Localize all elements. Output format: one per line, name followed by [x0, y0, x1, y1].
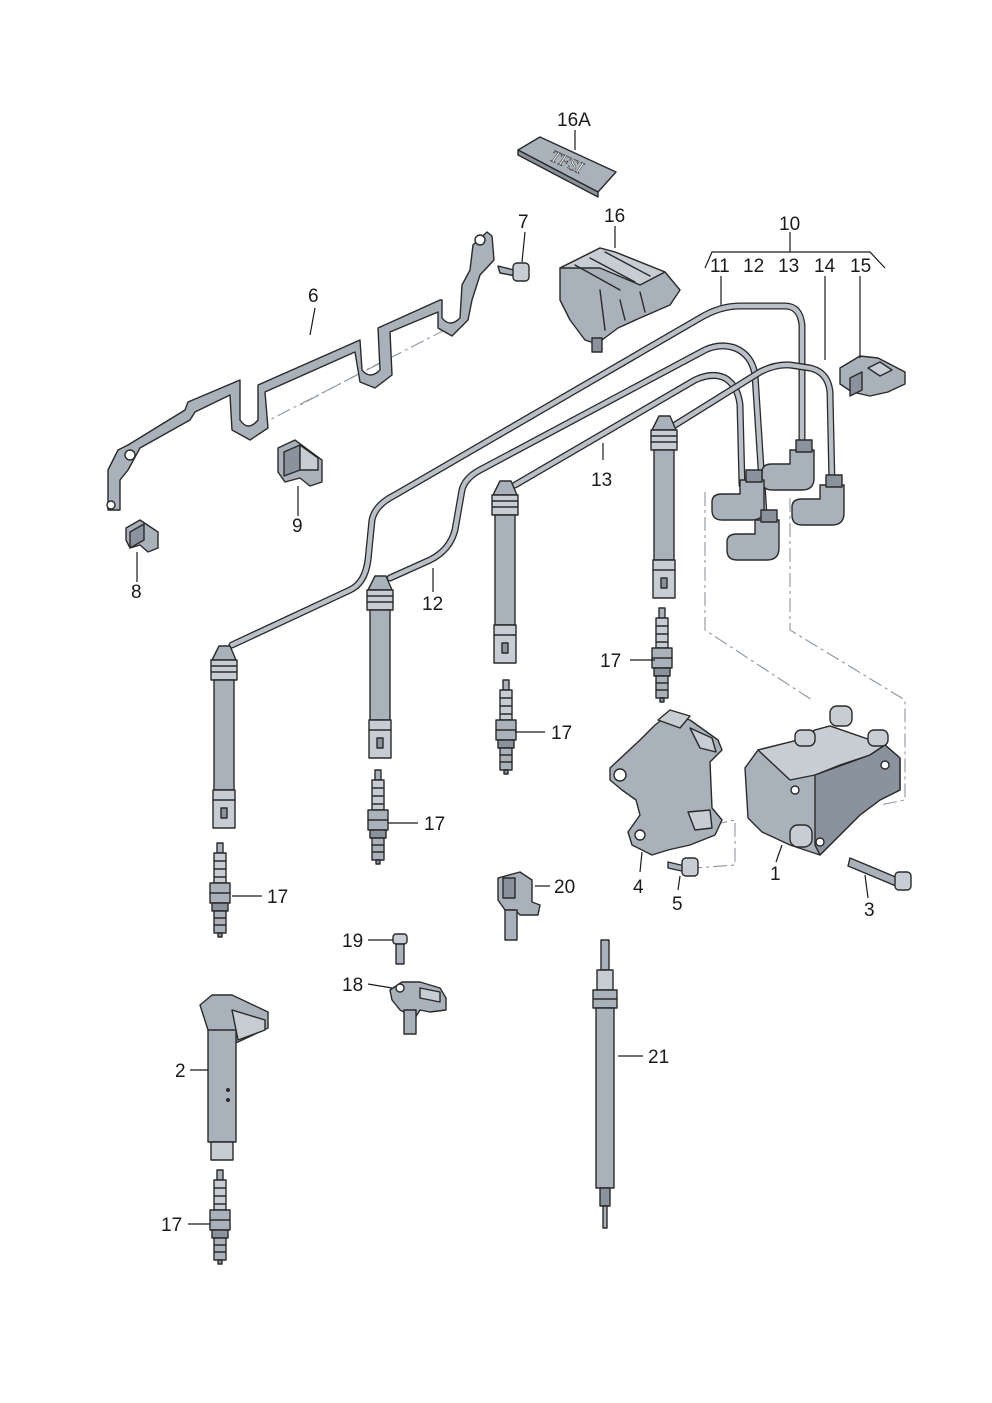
label-8: 8	[131, 582, 142, 603]
spark-plug	[495, 679, 517, 775]
label-12: 12	[422, 594, 443, 615]
label-17-e: 17	[161, 1215, 182, 1236]
label-12-top: 12	[743, 256, 764, 277]
bolt-3	[847, 857, 912, 891]
coil-bracket-rail	[106, 231, 495, 511]
label-10: 10	[779, 214, 800, 235]
cable-holder-15	[839, 355, 906, 397]
label-2: 2	[175, 1061, 186, 1082]
coil-cover-16	[559, 247, 681, 353]
callout-labels: 16A 16 7 6 10 11 12 13 14 15 13 12 8 9 1…	[131, 110, 875, 1236]
ignition-cables	[228, 302, 836, 649]
glow-plug-21	[592, 939, 618, 1229]
label-17-d: 17	[267, 887, 288, 908]
bolt-19	[392, 933, 408, 965]
plug-boot	[366, 575, 394, 759]
spark-plug	[209, 1169, 231, 1265]
sensor-18	[389, 981, 447, 1035]
label-15: 15	[850, 256, 871, 277]
label-16: 16	[604, 206, 625, 227]
label-3: 3	[864, 900, 875, 921]
spark-plug	[209, 842, 231, 938]
label-9: 9	[292, 516, 303, 537]
clip-9	[277, 439, 323, 487]
label-17-a: 17	[600, 651, 621, 672]
plug-boot	[650, 415, 678, 599]
ignition-coil-1	[744, 705, 901, 856]
spark-plug	[651, 607, 673, 703]
label-4: 4	[633, 877, 644, 898]
label-13-top: 13	[778, 256, 799, 277]
assembly-lines	[249, 317, 906, 869]
label-16a: 16A	[557, 110, 591, 131]
cover-16a: TFSI	[517, 136, 617, 198]
spark-plug	[367, 769, 389, 865]
clip-8	[125, 519, 159, 553]
label-7: 7	[518, 212, 529, 233]
bolt-5	[667, 857, 699, 877]
label-13: 13	[591, 470, 612, 491]
label-17-b: 17	[551, 723, 572, 744]
plug-boot	[210, 645, 238, 829]
plug-boot	[491, 480, 519, 664]
leader-lines	[136, 130, 886, 1225]
label-14: 14	[814, 256, 836, 277]
label-19: 19	[342, 931, 363, 952]
label-20: 20	[554, 877, 575, 898]
bolt-7	[497, 262, 530, 282]
label-5: 5	[672, 894, 683, 915]
label-21: 21	[648, 1047, 669, 1068]
label-6: 6	[308, 286, 319, 307]
label-17-c: 17	[424, 814, 445, 835]
coil-bracket-4	[609, 709, 723, 856]
label-18: 18	[342, 975, 363, 996]
label-1: 1	[770, 864, 781, 885]
sensor-20	[497, 871, 541, 941]
label-11: 11	[710, 256, 730, 277]
coil-on-plug-2	[199, 994, 269, 1161]
